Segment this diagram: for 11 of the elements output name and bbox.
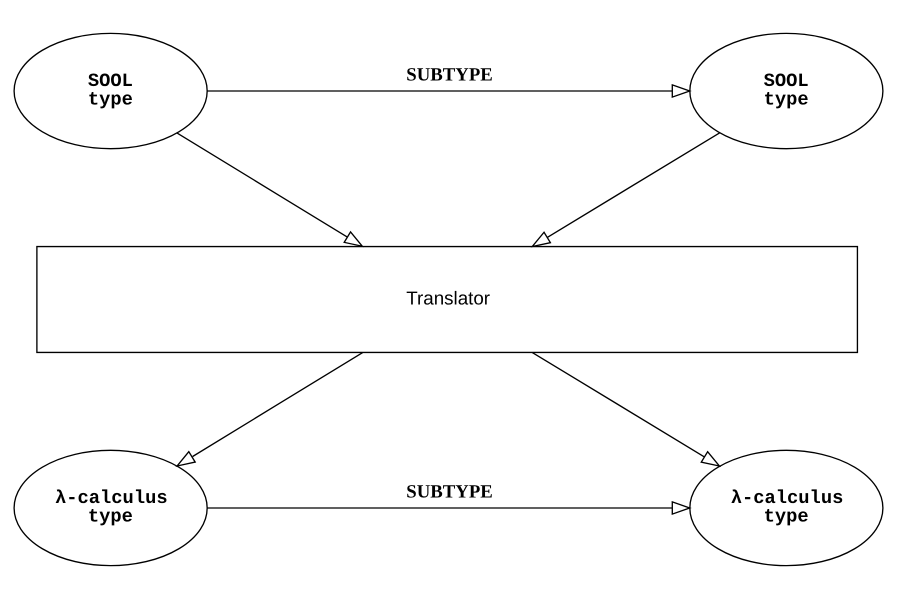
edge-label: SUBTYPE <box>406 64 493 86</box>
node-ellipse: SOOL type <box>689 32 884 150</box>
arrow <box>176 132 364 248</box>
node-box: Translator <box>36 246 858 354</box>
node-ellipse: SOOL type <box>13 32 208 150</box>
arrow <box>530 132 720 248</box>
arrow <box>207 84 692 98</box>
arrow <box>175 352 364 468</box>
arrow <box>207 500 692 516</box>
arrow <box>532 352 722 468</box>
edge-label: SUBTYPE <box>406 482 493 503</box>
